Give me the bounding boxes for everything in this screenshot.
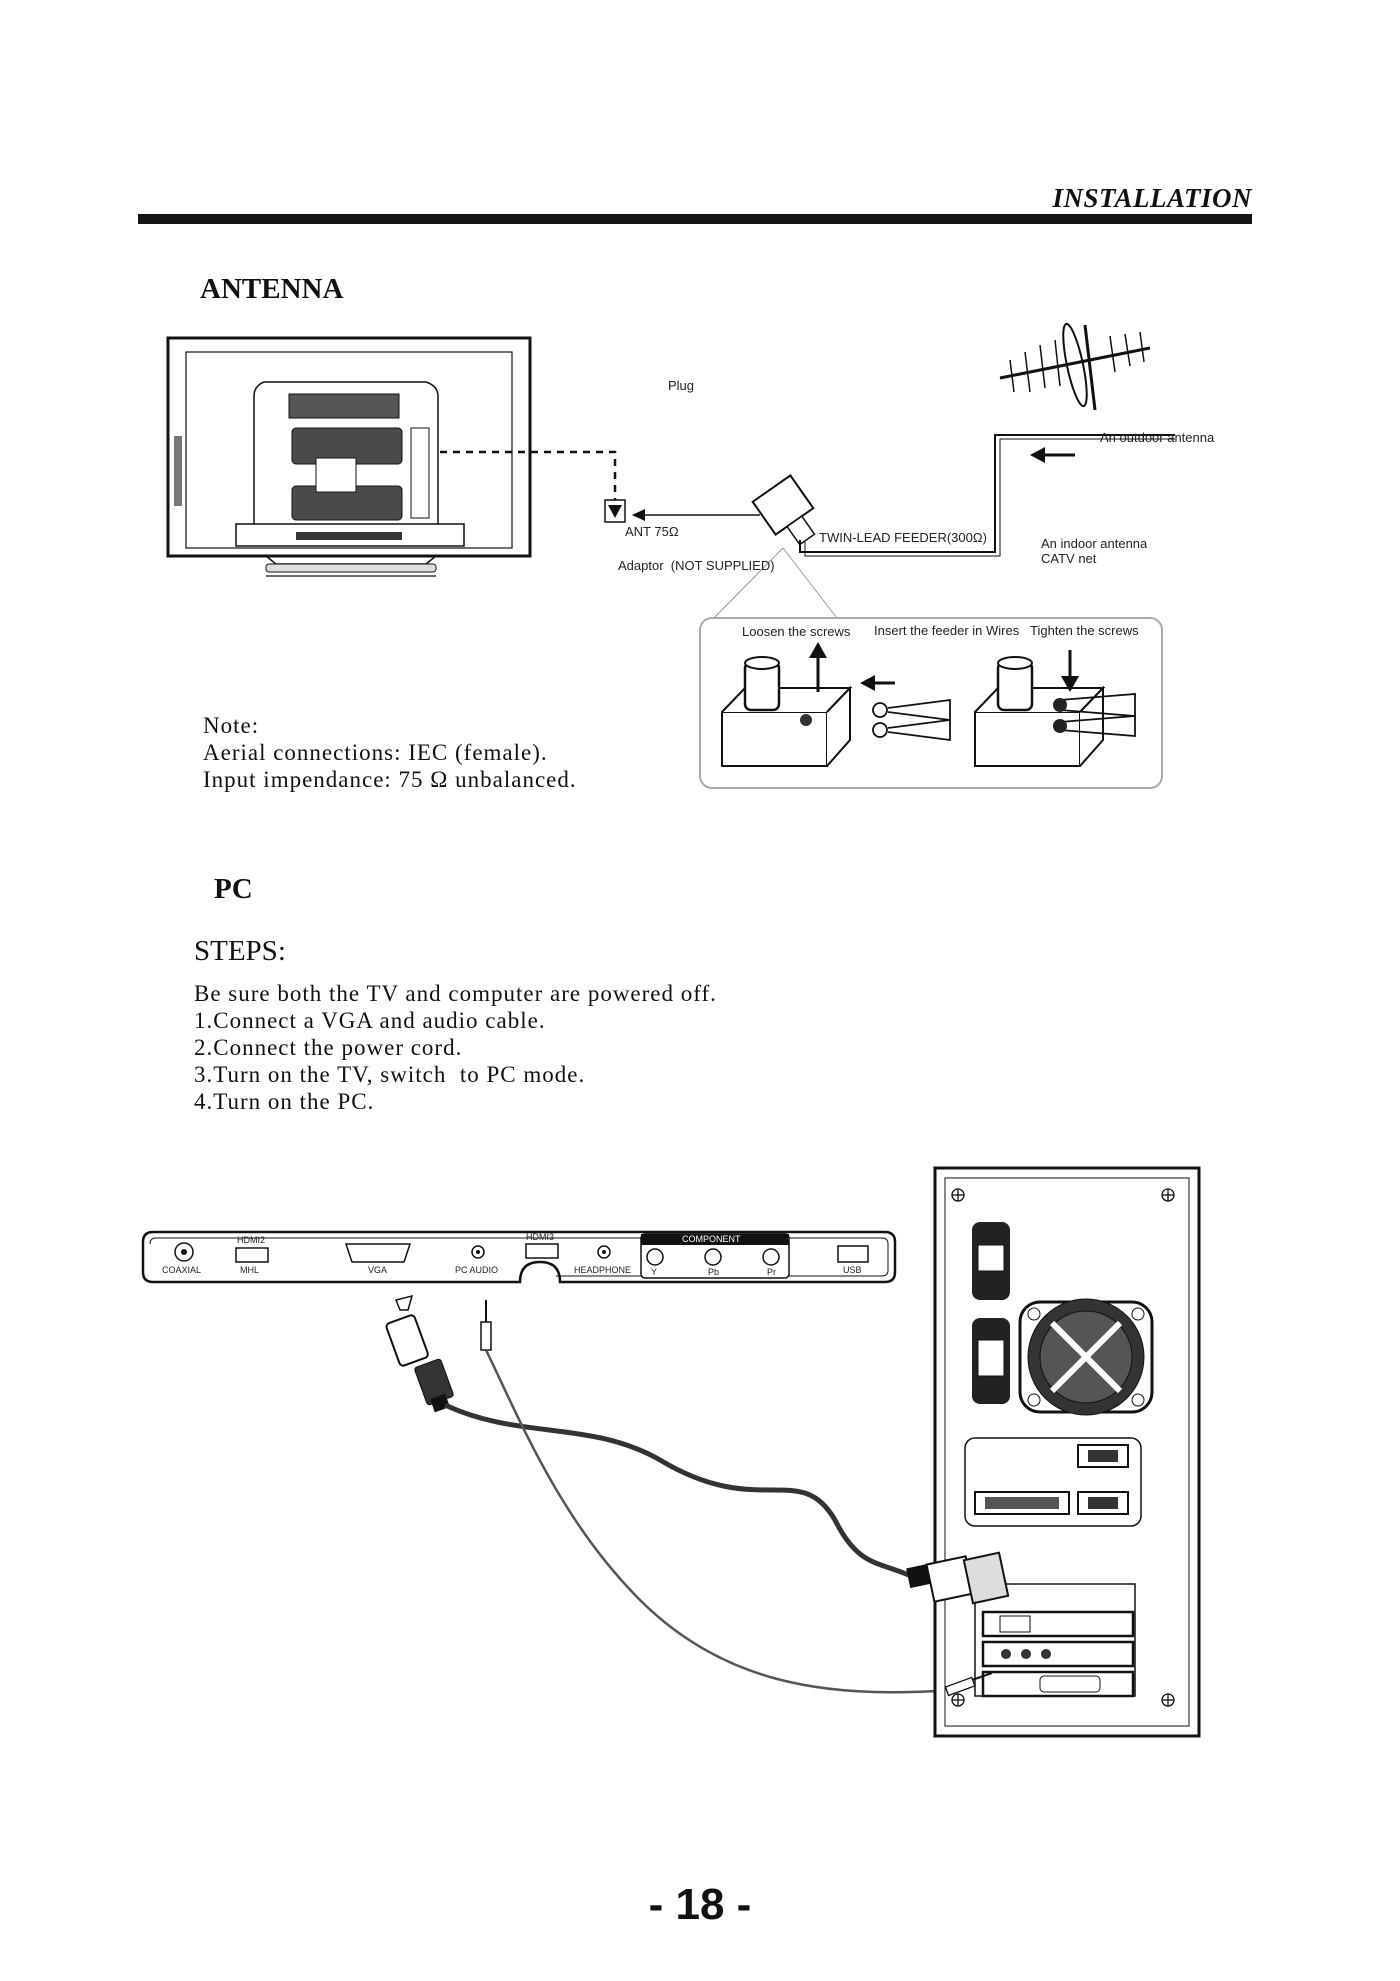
vga-cable <box>385 1294 922 1583</box>
adaptor-label: Adaptor (NOT SUPPLIED) <box>618 558 775 573</box>
port-label-pb: Pb <box>708 1267 720 1277</box>
ant-label: ANT 75Ω <box>625 524 679 539</box>
pc-tower <box>933 1166 1201 1738</box>
pc-section-title: PC <box>214 873 253 905</box>
plug-label: Plug <box>668 378 695 393</box>
port-label-pc-audio: PC AUDIO <box>455 1265 499 1275</box>
port-label-vga: VGA <box>368 1265 388 1275</box>
step-item: 3.Turn on the TV, switch to PC mode. <box>194 1062 586 1087</box>
note-line-2: Input impendance: 75 Ω unbalanced. <box>203 767 577 792</box>
header-rule <box>138 214 1252 224</box>
port-label-hdmi2: HDMI2 <box>237 1235 266 1245</box>
audio-cable <box>480 1300 951 1694</box>
port-label-headphone: HEADPHONE <box>574 1265 632 1275</box>
page-number: - 18 - <box>648 1880 752 1929</box>
loosen-screws-label: Loosen the screws <box>742 624 851 639</box>
audio-plug-pc <box>944 1672 993 1697</box>
antenna-note: Note: Aerial connections: IEC (female). … <box>203 712 577 793</box>
antenna-section-title: ANTENNA <box>200 273 344 305</box>
antenna-wiring-diagram <box>604 322 1175 789</box>
port-label-pr: Pr <box>767 1267 776 1277</box>
outdoor-antenna-label: An outdoor antenna <box>1100 430 1215 445</box>
port-label-component: COMPONENT <box>682 1234 741 1244</box>
insert-feeder-label: Insert the feeder in Wires <box>874 623 1020 638</box>
steps-heading: STEPS: <box>194 935 286 967</box>
step-item: 1.Connect a VGA and audio cable. <box>194 1008 546 1033</box>
port-label-y: Y <box>651 1267 658 1277</box>
step-item: 2.Connect the power cord. <box>194 1035 463 1060</box>
tv-back-illustration <box>166 336 532 577</box>
twin-lead-feeder-label: TWIN-LEAD FEEDER(300Ω) <box>819 530 987 545</box>
pc-connection-diagram <box>141 1166 1201 1738</box>
steps-list: Be sure both the TV and computer are pow… <box>194 980 717 1115</box>
port-label-mhl: MHL <box>240 1265 260 1275</box>
step-item: 4.Turn on the PC. <box>194 1089 375 1114</box>
port-label-coaxial: COAXIAL <box>162 1265 202 1275</box>
vga-plug-pc <box>906 1551 1010 1605</box>
catv-net-label: CATV net <box>1041 551 1097 566</box>
note-line-1: Aerial connections: IEC (female). <box>203 740 548 765</box>
port-label-hdmi3: HDMI3 <box>526 1232 555 1242</box>
port-label-usb: USB <box>843 1265 862 1275</box>
header-title: INSTALLATION <box>1052 183 1252 213</box>
tighten-screws-label: Tighten the screws <box>1030 623 1139 638</box>
indoor-antenna-label: An indoor antenna <box>1041 536 1148 551</box>
note-heading: Note: <box>203 713 260 738</box>
step-item: Be sure both the TV and computer are pow… <box>194 981 717 1006</box>
dashed-connection-line <box>440 450 617 505</box>
